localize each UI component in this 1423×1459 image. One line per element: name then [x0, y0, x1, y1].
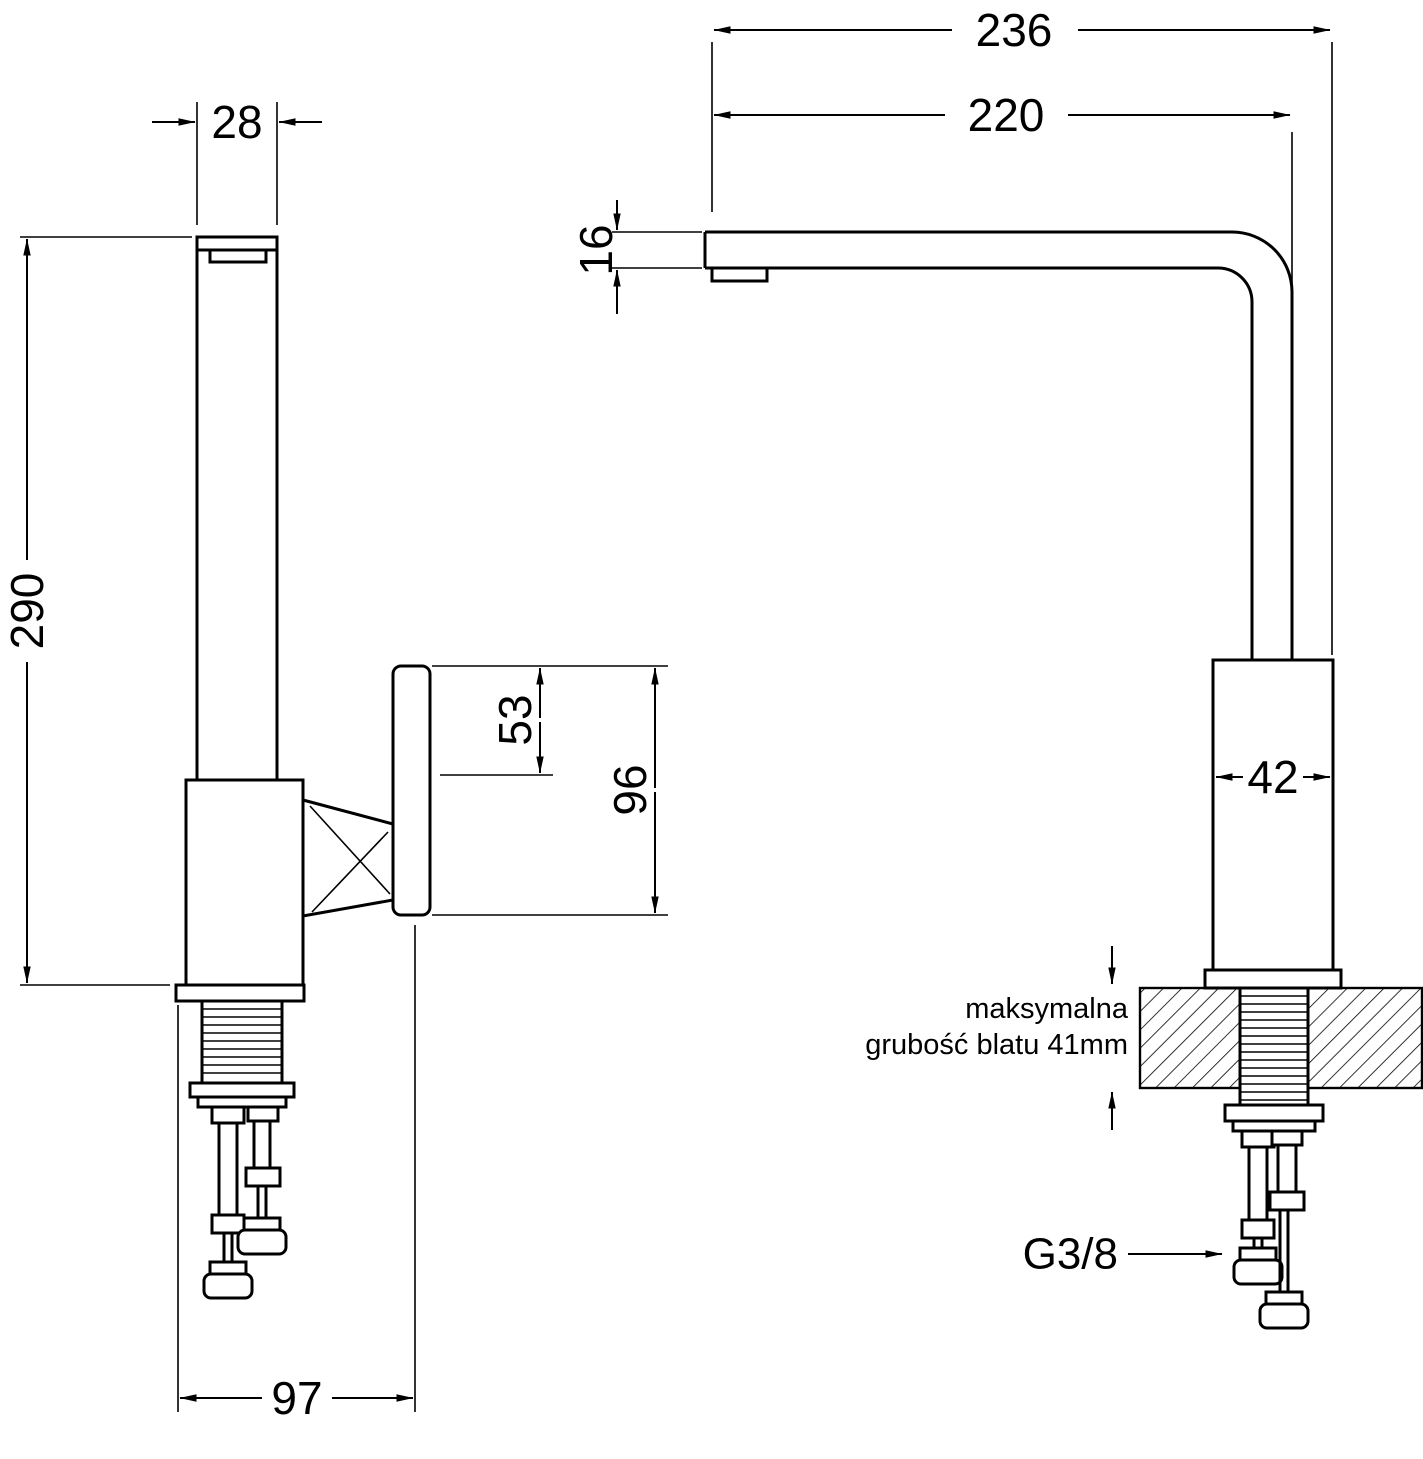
dim-label-96: 96: [604, 764, 656, 815]
dim-label-290: 290: [1, 573, 53, 650]
side-view: 28 290 53 96 97: [1, 96, 668, 1424]
hose-left: [202, 1105, 254, 1300]
dim-label-16: 16: [570, 224, 622, 275]
lock-nut: [1223, 1103, 1325, 1123]
spout-cap-detail: [208, 248, 268, 264]
dim-label-53: 53: [489, 694, 541, 745]
hose-left: [1232, 1129, 1284, 1286]
hose-nut: [236, 1228, 288, 1256]
counter-thickness-annotation: maksymalna grubość blatu 41mm: [865, 946, 1129, 1130]
hose-right: [236, 1105, 288, 1256]
supply-hoses-front: [1232, 1129, 1310, 1330]
mixer-body-front: [1211, 658, 1335, 972]
handle-lever: [391, 664, 432, 917]
front-view: 236 220 16 42 maksymalna grubość bla: [570, 4, 1423, 1330]
dim-label-220: 220: [968, 89, 1045, 141]
handle-joint: [301, 798, 395, 918]
aerator: [710, 266, 769, 283]
dim-spout-reach: 220: [713, 89, 1293, 286]
dim-spout-width: 28: [152, 96, 322, 225]
mounting-hardware-side: [174, 983, 306, 1109]
hose-nut: [202, 1272, 254, 1300]
mixer-body-side: [184, 778, 305, 987]
dim-base-depth: 97: [177, 925, 416, 1424]
base-flange: [174, 983, 306, 1003]
base-flange: [1203, 968, 1343, 990]
counter-note-line1: maksymalna: [965, 993, 1129, 1025]
hose-right: [1258, 1129, 1310, 1330]
thread-label: G3/8: [1023, 1230, 1118, 1279]
hose-nut-g38: [1232, 1258, 1284, 1286]
dim-label-236: 236: [976, 4, 1053, 56]
mounting-hardware-front: [1223, 986, 1325, 1133]
hose-nut: [1258, 1302, 1310, 1330]
dim-label-42: 42: [1247, 751, 1298, 803]
dim-label-28: 28: [211, 96, 262, 148]
counter-note-line2: grubość blatu 41mm: [865, 1029, 1128, 1061]
supply-hoses-side: [202, 1105, 288, 1300]
dim-total-reach: 236: [711, 4, 1333, 655]
lock-nut: [188, 1081, 296, 1099]
threaded-shank: [1238, 986, 1310, 1107]
dim-spout-thickness: 16: [570, 200, 702, 314]
dim-body-width: 42: [1215, 751, 1331, 803]
thread-callout: G3/8: [1023, 1230, 1223, 1279]
dim-total-height: 290: [1, 236, 192, 986]
threaded-shank: [200, 999, 284, 1085]
spout-column: [195, 235, 279, 782]
dim-label-97: 97: [271, 1372, 322, 1424]
handle-side: [301, 664, 432, 918]
spout-front: [703, 230, 1294, 660]
dim-handle-offset: 53: [432, 665, 668, 776]
dim-handle-height: 96: [432, 667, 668, 916]
